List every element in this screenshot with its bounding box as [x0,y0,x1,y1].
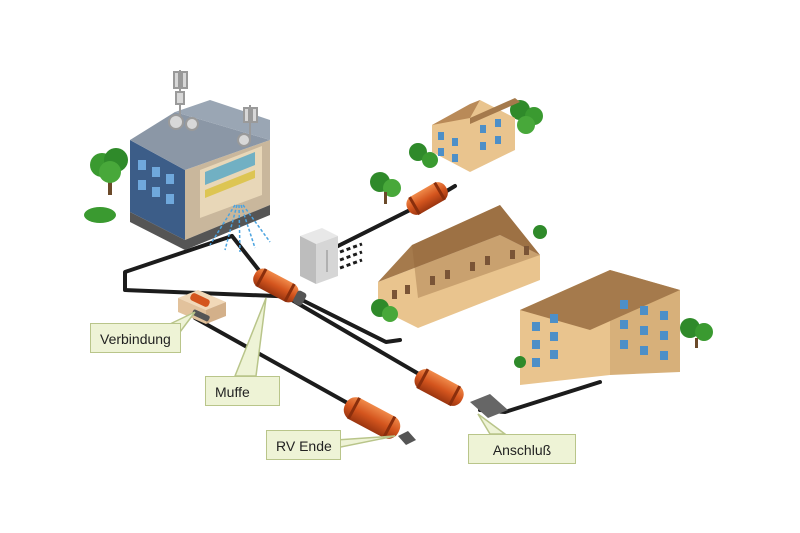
cable-sleeve-icon [343,397,401,439]
apartment-building-icon [514,270,713,385]
terraced-houses-icon [371,205,547,328]
tree-icon [371,225,547,322]
tree-icon [84,207,116,223]
cable-main-loop [123,234,302,299]
junction-box-icon [178,290,226,324]
label-muffe: Muffe [205,376,280,406]
antenna-icon [168,70,258,147]
tree-icon [409,100,543,168]
label-rv-ende: RV Ende [266,430,341,460]
tree-icon [90,148,128,195]
label-anschluss: Anschluß [468,434,576,464]
cable-to-rv-ende [193,316,362,412]
street-cabinet-icon [300,228,363,284]
tree-icon [514,318,713,368]
cable-sleeve-icon [414,368,464,407]
cable-sleeve-icon [253,268,307,306]
central-office-building-icon [84,70,271,253]
label-verbindung: Verbindung [90,323,181,353]
apartment-building-icon [370,98,543,204]
tree-icon [370,172,401,204]
rv-ende-pointer [335,435,396,449]
muffe-pointer [233,297,267,377]
end-cap-icon [398,431,416,445]
anschluss-pointer [477,413,508,435]
cable-sleeve-icon [406,181,448,216]
end-cap-icon [470,394,508,418]
cable-to-houses [290,293,402,344]
